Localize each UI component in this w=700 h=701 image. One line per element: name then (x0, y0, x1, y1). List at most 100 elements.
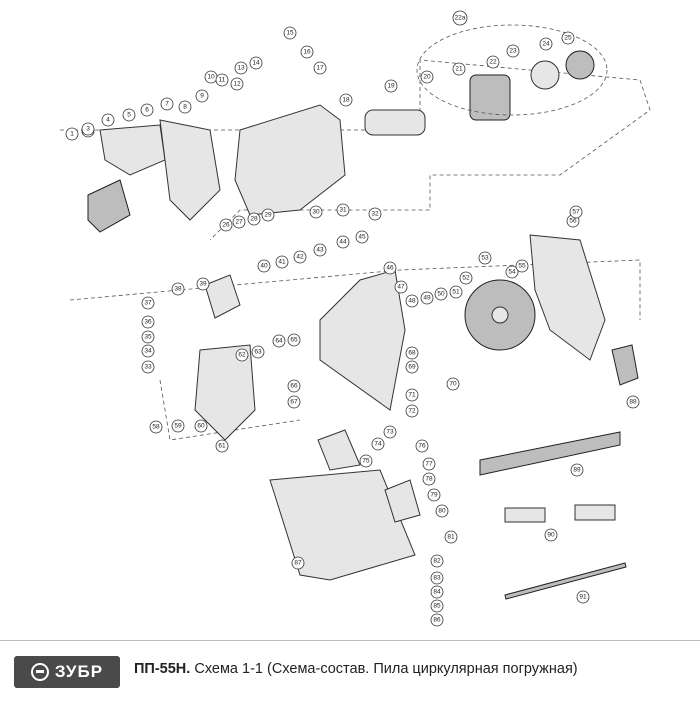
part-callout-4: 4 (101, 113, 115, 127)
part-number-text: 27 (235, 219, 243, 226)
part-callout-35: 35 (141, 330, 155, 344)
gear-housing (194, 344, 256, 441)
part-number-text: 70 (449, 381, 457, 388)
part-number-text: 79 (430, 492, 438, 499)
part-number-text: 63 (254, 349, 262, 356)
part-callout-70: 70 (446, 377, 460, 391)
rail-clamp-1 (504, 507, 546, 523)
part-number-text: 51 (452, 289, 460, 296)
part-callout-43: 43 (313, 243, 327, 257)
part-number-text: 22 (489, 59, 497, 66)
part-callout-65: 65 (287, 333, 301, 347)
part-number-text: 76 (418, 443, 426, 450)
part-callout-38: 38 (171, 282, 185, 296)
part-callout-22a: 22a (452, 10, 468, 26)
part-number-text: 82 (433, 558, 441, 565)
part-callout-50: 50 (434, 287, 448, 301)
part-number-text: 24 (542, 41, 550, 48)
part-number-text: 67 (290, 399, 298, 406)
part-number-text: 18 (342, 97, 350, 104)
part-callout-71: 71 (405, 388, 419, 402)
part-number-text: 11 (219, 77, 226, 84)
part-number-text: 48 (408, 298, 416, 305)
part-number-text: 71 (408, 392, 416, 399)
part-number-text: 54 (508, 269, 516, 276)
part-number-text: 59 (174, 423, 182, 430)
part-number-text: 36 (144, 319, 152, 326)
part-callout-47: 47 (394, 280, 408, 294)
part-callout-19: 19 (384, 79, 398, 93)
part-number-text: 9 (200, 93, 204, 100)
part-number-text: 1 (70, 131, 74, 138)
part-number-text: 72 (408, 408, 416, 415)
part-number-text: 20 (423, 74, 431, 81)
part-number-text: 26 (222, 222, 230, 229)
part-number-text: 78 (425, 476, 433, 483)
part-callout-37: 37 (141, 296, 155, 310)
part-callout-53: 53 (478, 251, 492, 265)
part-number-text: 22a (455, 15, 466, 22)
part-number-text: 46 (386, 265, 394, 272)
fan-wheel (565, 50, 595, 80)
part-callout-85: 85 (430, 599, 444, 613)
part-callout-74: 74 (371, 437, 385, 451)
blade-guard-cover (529, 234, 606, 361)
part-number-text: 45 (358, 234, 366, 241)
part-number-text: 34 (144, 348, 152, 355)
part-callout-16: 16 (300, 45, 314, 59)
part-callout-9: 9 (195, 89, 209, 103)
part-number-text: 29 (264, 212, 272, 219)
part-callout-44: 44 (336, 235, 350, 249)
part-number-text: 89 (573, 467, 581, 474)
part-callout-89: 89 (570, 463, 584, 477)
part-callout-77: 77 (422, 457, 436, 471)
part-callout-90: 90 (544, 528, 558, 542)
part-callout-60: 60 (194, 419, 208, 433)
part-number-text: 64 (275, 338, 283, 345)
part-callout-81: 81 (444, 530, 458, 544)
part-number-text: 61 (218, 443, 226, 450)
part-callout-55: 55 (515, 259, 529, 273)
part-number-text: 10 (207, 74, 215, 81)
part-callout-80: 80 (435, 504, 449, 518)
part-number-text: 30 (312, 209, 320, 216)
part-callout-49: 49 (420, 291, 434, 305)
accessories-group (479, 431, 627, 600)
part-number-text: 43 (316, 247, 324, 254)
part-number-text: 83 (433, 575, 441, 582)
exploded-parts-diagram: 1234567891011121314151617181920212222a23… (60, 10, 651, 627)
part-callout-42: 42 (293, 250, 307, 264)
part-callout-68: 68 (405, 346, 419, 360)
part-number-text: 77 (425, 461, 433, 468)
part-callout-76: 76 (415, 439, 429, 453)
part-callout-40: 40 (257, 259, 271, 273)
part-number-text: 38 (174, 286, 182, 293)
part-number-text: 16 (303, 49, 311, 56)
part-callout-84: 84 (430, 585, 444, 599)
part-number-text: 23 (509, 48, 517, 55)
part-number-text: 39 (199, 281, 207, 288)
part-callout-52: 52 (459, 271, 473, 285)
part-callout-32: 32 (368, 207, 382, 221)
part-callout-46: 46 (383, 261, 397, 275)
part-number-text: 15 (286, 30, 294, 37)
part-number-text: 8 (183, 104, 187, 111)
part-number-text: 31 (339, 207, 347, 214)
part-callout-18: 18 (339, 93, 353, 107)
part-callout-21: 21 (452, 62, 466, 76)
part-callout-58: 58 (149, 420, 163, 434)
part-number-text: 40 (260, 263, 268, 270)
part-callout-25: 25 (561, 31, 575, 45)
part-callout-31: 31 (336, 203, 350, 217)
part-number-text: 3 (86, 126, 90, 133)
part-callout-75: 75 (359, 454, 373, 468)
part-number-text: 85 (433, 603, 441, 610)
part-number-text: 57 (572, 209, 580, 216)
part-callout-1: 1 (65, 127, 79, 141)
part-callout-14: 14 (249, 56, 263, 70)
part-callout-11: 11 (215, 73, 229, 87)
part-number-text: 80 (438, 508, 446, 515)
part-number-text: 87 (294, 560, 302, 567)
part-number-text: 37 (144, 300, 152, 307)
part-number-text: 81 (447, 534, 455, 541)
